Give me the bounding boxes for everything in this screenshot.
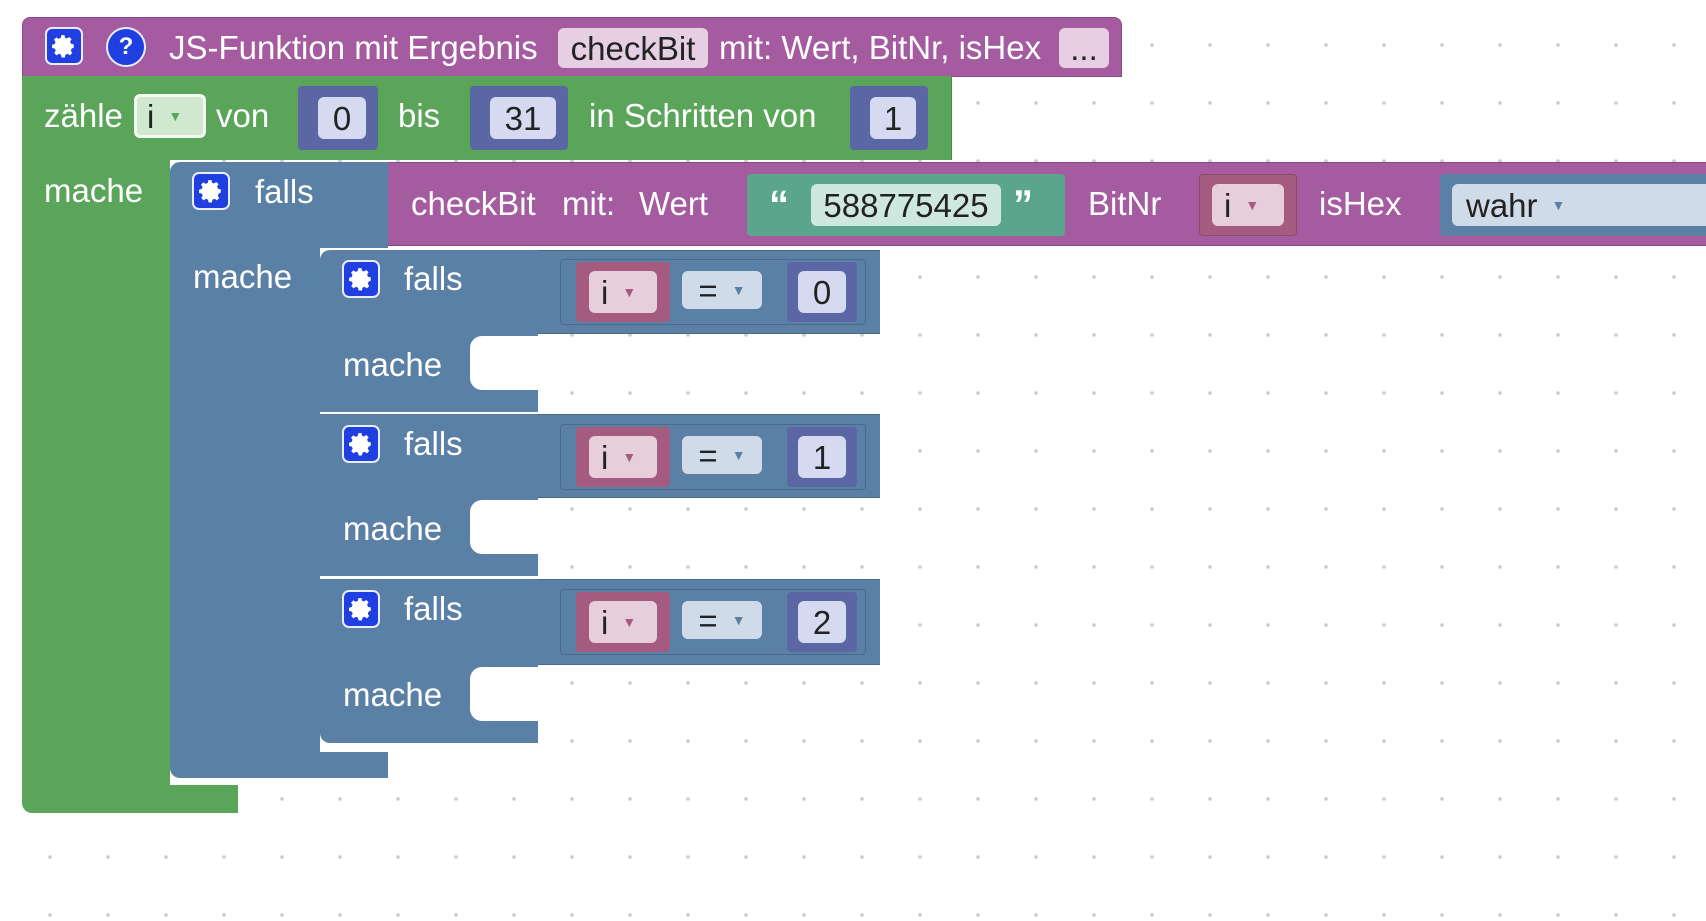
dropdown-arrow-icon: ▼	[1245, 197, 1260, 213]
compare-variable-dropdown[interactable]: i ▼	[589, 271, 657, 313]
inner-if-label: falls	[404, 590, 463, 627]
inner-if-do-slot	[470, 500, 538, 554]
compare-number-field[interactable]: 0	[798, 271, 846, 313]
dropdown-arrow-icon: ▼	[1551, 197, 1566, 213]
gear-icon[interactable]	[342, 425, 380, 463]
compare-operator-dropdown[interactable]: = ▼	[682, 436, 762, 474]
inner-if-label: falls	[404, 425, 463, 462]
inner-if-do-label: mache	[343, 346, 443, 383]
gear-icon[interactable]	[45, 27, 83, 65]
inner-if-do-label: mache	[343, 510, 443, 547]
gear-icon[interactable]	[192, 172, 230, 210]
to-number-field[interactable]: 31	[490, 97, 556, 139]
gear-icon[interactable]	[342, 260, 380, 298]
inner-if-do-label: mache	[343, 676, 443, 713]
function-name-field[interactable]: checkBit	[558, 28, 708, 68]
loop-block-body-bar[interactable]	[22, 160, 170, 790]
inner-if-do-slot	[470, 336, 538, 390]
dropdown-arrow-icon: ▼	[622, 284, 637, 300]
dropdown-arrow-icon: ▼	[731, 612, 746, 628]
function-call-block[interactable]: checkBit mit: Wert “ 588775425 ” BitNr i…	[388, 162, 1706, 246]
function-more-button[interactable]: ...	[1059, 28, 1109, 68]
compare-variable-value: i	[601, 273, 609, 311]
dropdown-arrow-icon: ▼	[622, 449, 637, 465]
gear-icon[interactable]	[342, 590, 380, 628]
loop-step-label: in Schritten von	[589, 97, 817, 134]
compare-operator-dropdown[interactable]: = ▼	[682, 601, 762, 639]
bitnr-variable-dropdown[interactable]: i ▼	[1212, 184, 1284, 226]
compare-operator-value: =	[698, 436, 718, 474]
inner-if-do-slot	[470, 667, 538, 721]
boolean-dropdown[interactable]: wahr ▼	[1452, 184, 1706, 226]
step-number-field[interactable]: 1	[870, 97, 916, 139]
loop-variable-value: i	[147, 97, 155, 135]
help-icon[interactable]: ?	[106, 27, 146, 67]
outer-if-do-label: mache	[193, 258, 293, 295]
bitnr-variable-value: i	[1224, 186, 1232, 224]
compare-operator-value: =	[698, 601, 718, 639]
dropdown-arrow-icon: ▼	[622, 614, 637, 630]
dropdown-arrow-icon: ▼	[731, 447, 746, 463]
text-value-field[interactable]: 588775425	[811, 184, 1001, 226]
from-number-field[interactable]: 0	[318, 97, 366, 139]
loop-from-label: von	[216, 97, 270, 134]
function-prefix-label: JS-Funktion mit Ergebnis	[169, 29, 538, 66]
function-definition-block[interactable]: ? JS-Funktion mit Ergebnis checkBit mit:…	[22, 17, 1122, 77]
loop-variable-dropdown[interactable]: i ▼	[134, 94, 206, 138]
outer-if-footer[interactable]	[170, 752, 388, 778]
loop-block-header[interactable]: zähle i ▼ von 0 bis 31 in Schritten von …	[22, 76, 952, 160]
call-with-label: mit:	[562, 185, 616, 222]
compare-number-field[interactable]: 1	[798, 436, 846, 478]
loop-count-label: zähle	[44, 97, 123, 134]
quote-close-icon: ”	[1013, 183, 1033, 227]
function-params-label: mit: Wert, BitNr, isHex	[719, 29, 1042, 66]
quote-open-icon: “	[769, 183, 789, 227]
boolean-value: wahr	[1466, 186, 1538, 224]
compare-number-field[interactable]: 2	[798, 601, 846, 643]
outer-if-label: falls	[255, 173, 314, 210]
arg-ishex-label: isHex	[1319, 185, 1402, 222]
arg-bitnr-label: BitNr	[1088, 185, 1162, 222]
outer-if-body-bar[interactable]	[170, 248, 320, 758]
compare-variable-dropdown[interactable]: i ▼	[589, 436, 657, 478]
dropdown-arrow-icon: ▼	[168, 108, 183, 124]
loop-to-label: bis	[398, 97, 441, 134]
loop-block-footer[interactable]	[22, 785, 238, 813]
inner-if-label: falls	[404, 260, 463, 297]
compare-operator-value: =	[698, 271, 718, 309]
compare-variable-value: i	[601, 603, 609, 641]
compare-variable-value: i	[601, 438, 609, 476]
arg-wert-label: Wert	[639, 185, 709, 222]
call-function-name: checkBit	[411, 185, 536, 222]
loop-do-label: mache	[44, 172, 144, 209]
compare-variable-dropdown[interactable]: i ▼	[589, 601, 657, 643]
compare-operator-dropdown[interactable]: = ▼	[682, 271, 762, 309]
dropdown-arrow-icon: ▼	[731, 282, 746, 298]
